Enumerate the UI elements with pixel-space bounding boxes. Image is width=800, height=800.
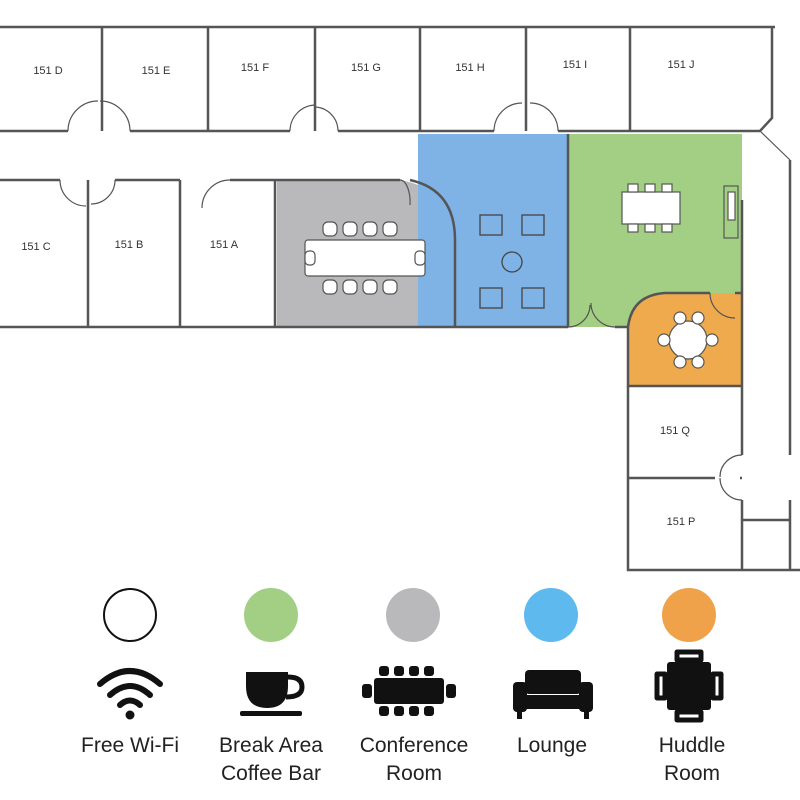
legend-item-wifi: Free Wi-Fi [55,578,205,800]
legend-item-lounge: Lounge [477,578,627,800]
huddle-table-icon [654,649,724,723]
legend-dot-wifi [103,588,157,642]
break-table-shape [621,183,739,239]
legend-label-wifi: Free Wi-Fi [81,734,179,757]
room-label-151h: 151 H [455,62,484,74]
room-label-151g: 151 G [351,62,381,74]
legend-label-conference: Conference Room [359,734,469,785]
room-label-151i: 151 I [563,59,587,71]
legend-label-huddle: Huddle Room [658,734,726,785]
room-label-151c: 151 C [21,241,50,253]
legend-label-break-area: Break Area Coffee Bar [219,734,323,785]
wifi-icon [97,668,163,720]
coffee-cup-icon [240,672,305,716]
huddle-table-shape [657,311,719,369]
conference-table-icon [362,666,456,716]
legend-dot-lounge [524,588,578,642]
legend-dot-break-area [244,588,298,642]
room-label-151p: 151 P [667,516,696,528]
legend-item-conference: Conference Room [339,578,489,800]
lounge-fill[interactable] [418,134,568,327]
room-label-151f: 151 F [241,62,269,74]
room-label-151d: 151 D [33,65,62,77]
room-label-151b: 151 B [115,239,144,251]
legend-dot-conference [386,588,440,642]
sofa-icon [513,670,593,719]
room-label-151a: 151 A [210,239,239,251]
legend: Free Wi-Fi Break Area Coffee Bar Confere… [0,578,800,800]
room-label-151q: 151 Q [660,425,690,437]
legend-label-lounge: Lounge [516,734,588,757]
room-label-151e: 151 E [142,65,171,77]
legend-dot-huddle [662,588,716,642]
room-label-151j: 151 J [668,59,695,71]
lounge-furniture [479,214,545,309]
legend-item-huddle: Huddle Room [617,578,767,800]
conference-table-shape [304,221,426,295]
floor-plan: 151 D 151 E 151 F 151 G 151 H 151 I 151 … [0,25,800,572]
legend-item-break-area: Break Area Coffee Bar [196,578,346,800]
